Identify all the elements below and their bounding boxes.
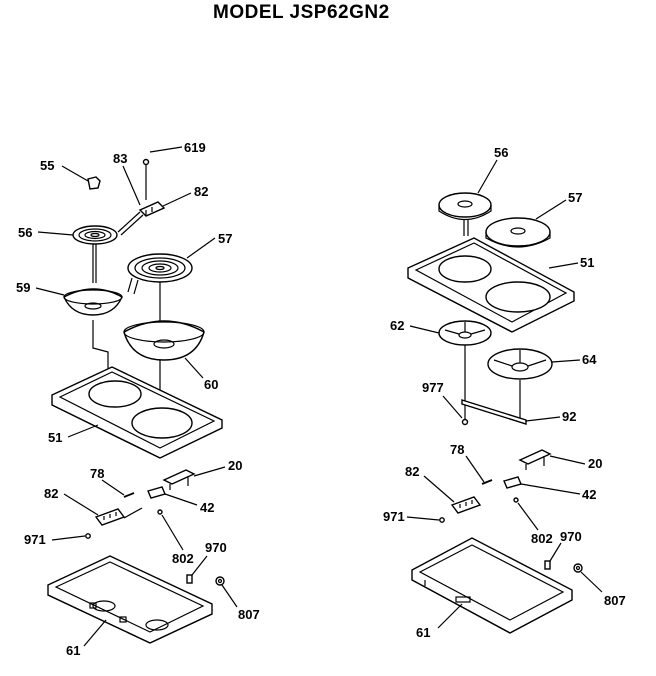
label-61-left: 61 [66, 643, 80, 658]
label-82-right: 82 [405, 464, 419, 479]
label-55: 55 [40, 158, 54, 173]
label-56-right: 56 [494, 145, 508, 160]
part-977-screw [461, 418, 469, 426]
label-20-right: 20 [588, 456, 602, 471]
left-assembly: 55 619 83 82 56 [16, 140, 260, 658]
part-57-cover-large [485, 217, 551, 248]
label-807-right: 807 [604, 593, 626, 608]
part-78-screw-right [481, 479, 493, 485]
label-802-left: 802 [172, 551, 194, 566]
part-82-terminal-block-right [450, 496, 482, 514]
part-78-screw [123, 492, 135, 498]
label-57-right: 57 [568, 190, 582, 205]
label-59: 59 [16, 280, 30, 295]
part-55-clip [87, 176, 101, 190]
part-42-block [147, 486, 166, 499]
label-970-right: 970 [560, 529, 582, 544]
label-64: 64 [582, 352, 597, 367]
part-802-fastener [157, 509, 163, 515]
label-20-left: 20 [228, 458, 242, 473]
part-20-bracket-right [518, 449, 552, 470]
label-78-right: 78 [450, 442, 464, 457]
right-assembly: 56 57 51 62 [383, 145, 626, 640]
part-60-drip-pan-large [123, 320, 205, 361]
part-61-tray [47, 555, 213, 644]
part-56-surface-unit-small [72, 225, 118, 245]
part-82-terminal-block [138, 201, 166, 217]
part-51-cooktop-frame [51, 366, 223, 459]
part-802-fastener-right [513, 497, 519, 503]
label-807-left: 807 [238, 607, 260, 622]
label-82-lower: 82 [44, 486, 58, 501]
label-971-left: 971 [24, 532, 46, 547]
part-62-reflector-small [438, 320, 492, 346]
part-92-brace [461, 399, 527, 425]
label-57-left: 57 [218, 231, 232, 246]
label-61-right: 61 [416, 625, 430, 640]
label-971-right: 971 [383, 509, 405, 524]
part-970-clip-right [544, 560, 551, 570]
diagram-title: MODEL JSP62GN2 [213, 2, 390, 23]
label-83: 83 [113, 151, 127, 166]
part-61-tray-right [411, 537, 573, 634]
part-970-clip [186, 574, 193, 584]
label-51-left: 51 [48, 430, 62, 445]
part-59-drip-pan-small [63, 288, 123, 316]
label-802-right: 802 [531, 531, 553, 546]
part-64-reflector-large [487, 348, 553, 380]
label-619: 619 [184, 140, 206, 155]
part-56-cover-small [438, 192, 492, 221]
label-78-left: 78 [90, 466, 104, 481]
part-82-terminal-block-lower [94, 508, 126, 526]
label-977: 977 [422, 380, 444, 395]
label-42-right: 42 [582, 487, 596, 502]
label-56-left: 56 [18, 225, 32, 240]
part-971-screw-right [439, 517, 445, 523]
part-807-nut-right [573, 563, 583, 573]
part-51-cooktop-frame-right [407, 237, 575, 333]
label-42-left: 42 [200, 500, 214, 515]
label-60: 60 [204, 377, 218, 392]
part-971-screw [85, 533, 91, 539]
part-619-screw [142, 158, 150, 166]
part-42-block-right [503, 476, 522, 489]
label-970-left: 970 [205, 540, 227, 555]
label-62: 62 [390, 318, 404, 333]
label-51-right: 51 [580, 255, 594, 270]
label-92: 92 [562, 409, 576, 424]
part-20-bracket [162, 469, 196, 490]
label-82-top: 82 [194, 184, 208, 199]
part-807-nut [215, 576, 225, 586]
